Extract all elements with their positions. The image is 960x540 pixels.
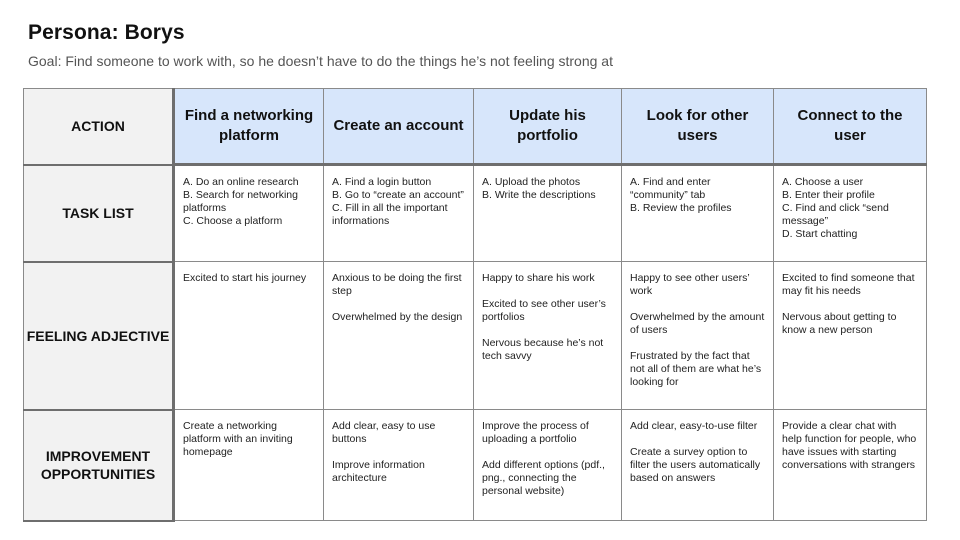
cell-paragraph: Happy to see other users’ work bbox=[630, 272, 765, 298]
cell-paragraph: Nervous because he’s not tech savvy bbox=[482, 337, 613, 363]
cell-text-line: Anxious to be doing the first step bbox=[332, 272, 462, 297]
cell-paragraph: Add clear, easy to use buttons bbox=[332, 420, 465, 446]
cell-paragraph: Improve information architecture bbox=[332, 459, 465, 485]
cell-paragraph: Provide a clear chat with help function … bbox=[782, 420, 918, 472]
feeling-row: FEELING ADJECTIVE Excited to start his j… bbox=[23, 261, 927, 411]
cell-text-line: Add clear, easy-to-use filter bbox=[630, 420, 758, 432]
cell-text-line: Happy to share his work bbox=[482, 272, 595, 284]
cell-text-line: Excited to see other user’s portfolios bbox=[482, 298, 606, 323]
action-header-1: Find a networking platform bbox=[173, 88, 324, 166]
cell-paragraph: Add clear, easy-to-use filter bbox=[630, 420, 765, 433]
cell-text-line: Excited to start his journey bbox=[183, 272, 307, 284]
cell-text-line: B. Search for networking platforms bbox=[183, 189, 298, 214]
cell-text-line: A. Do an online research bbox=[183, 176, 299, 188]
cell-text-line: Frustrated by the fact that not all of t… bbox=[630, 350, 762, 388]
cell-paragraph: Overwhelmed by the amount of users bbox=[630, 311, 765, 337]
persona-goal: Goal: Find someone to work with, so he d… bbox=[28, 53, 613, 69]
cell-text-line: A. Find and enter “community” tab bbox=[630, 176, 711, 201]
cell-paragraph: Anxious to be doing the first step bbox=[332, 272, 465, 298]
cell-text-line: Create a survey option to filter the use… bbox=[630, 446, 761, 484]
cell-text-line: A. Choose a user bbox=[782, 176, 864, 188]
table-cell: Excited to find someone that may fit his… bbox=[773, 261, 927, 410]
cell-text-line: A. Upload the photos bbox=[482, 176, 581, 188]
cell-text-line: C. Fill in all the important information… bbox=[332, 202, 448, 227]
table-cell: Provide a clear chat with help function … bbox=[773, 409, 927, 521]
action-header-4: Look for other users bbox=[621, 88, 774, 166]
cell-text-line: Add different options (pdf., png., conne… bbox=[482, 459, 605, 497]
cell-text-line: D. Start chatting bbox=[782, 228, 858, 240]
cell-text-line: Create a networking platform with an inv… bbox=[183, 420, 293, 458]
table-cell: Excited to start his journey bbox=[173, 261, 324, 410]
cell-paragraph: Excited to see other user’s portfolios bbox=[482, 298, 613, 324]
journey-map-table: ACTION Find a networking platform Create… bbox=[23, 88, 927, 522]
action-header-2: Create an account bbox=[323, 88, 474, 166]
task-list-label: TASK LIST bbox=[23, 164, 175, 263]
cell-paragraph: Excited to find someone that may fit his… bbox=[782, 272, 918, 298]
cell-paragraph: Improve the process of uploading a portf… bbox=[482, 420, 613, 446]
cell-paragraph: Create a survey option to filter the use… bbox=[630, 446, 765, 485]
table-cell: Improve the process of uploading a portf… bbox=[473, 409, 622, 521]
page-title: Persona: Borys bbox=[28, 21, 185, 44]
cell-text-line: B. Enter their profile bbox=[782, 189, 875, 201]
cell-text-line: Overwhelmed by the design bbox=[332, 311, 463, 323]
cell-paragraph: Create a networking platform with an inv… bbox=[183, 420, 315, 459]
feeling-label: FEELING ADJECTIVE bbox=[23, 261, 175, 411]
cell-paragraph: Nervous about getting to know a new pers… bbox=[782, 311, 918, 337]
cell-text-line: B. Go to “create an account” bbox=[332, 189, 464, 201]
cell-text-line: Overwhelmed by the amount of users bbox=[630, 311, 765, 336]
action-header-3: Update his portfolio bbox=[473, 88, 622, 166]
cell-paragraph: Add different options (pdf., png., conne… bbox=[482, 459, 613, 498]
improvement-label: IMPROVEMENT OPPORTUNITIES bbox=[23, 409, 175, 522]
action-header-5: Connect to the user bbox=[773, 88, 927, 166]
cell-paragraph: Overwhelmed by the design bbox=[332, 311, 465, 324]
cell-text-line: A. Find a login button bbox=[332, 176, 432, 188]
cell-text-line: C. Choose a platform bbox=[183, 215, 283, 227]
table-cell: Create a networking platform with an inv… bbox=[173, 409, 324, 521]
cell-text-line: Happy to see other users’ work bbox=[630, 272, 750, 297]
cell-text-line: B. Write the descriptions bbox=[482, 189, 596, 201]
cell-text-line: Provide a clear chat with help function … bbox=[782, 420, 917, 471]
cell-text-line: Improve information architecture bbox=[332, 459, 425, 484]
cell-text-line: Nervous about getting to know a new pers… bbox=[782, 311, 897, 336]
cell-text-line: B. Review the profiles bbox=[630, 202, 732, 214]
cell-paragraph: Frustrated by the fact that not all of t… bbox=[630, 350, 765, 389]
action-label: ACTION bbox=[23, 88, 175, 166]
cell-text-line: C. Find and click “send message” bbox=[782, 202, 889, 227]
cell-text-line: Nervous because he’s not tech savvy bbox=[482, 337, 604, 362]
header-row: ACTION Find a networking platform Create… bbox=[23, 88, 927, 166]
cell-paragraph: Excited to start his journey bbox=[183, 272, 315, 285]
cell-text-line: Improve the process of uploading a portf… bbox=[482, 420, 589, 445]
improvement-row: IMPROVEMENT OPPORTUNITIES Create a netwo… bbox=[23, 409, 927, 522]
cell-paragraph: Happy to share his work bbox=[482, 272, 613, 285]
cell-text-line: Excited to find someone that may fit his… bbox=[782, 272, 915, 297]
cell-text-line: Add clear, easy to use buttons bbox=[332, 420, 436, 445]
